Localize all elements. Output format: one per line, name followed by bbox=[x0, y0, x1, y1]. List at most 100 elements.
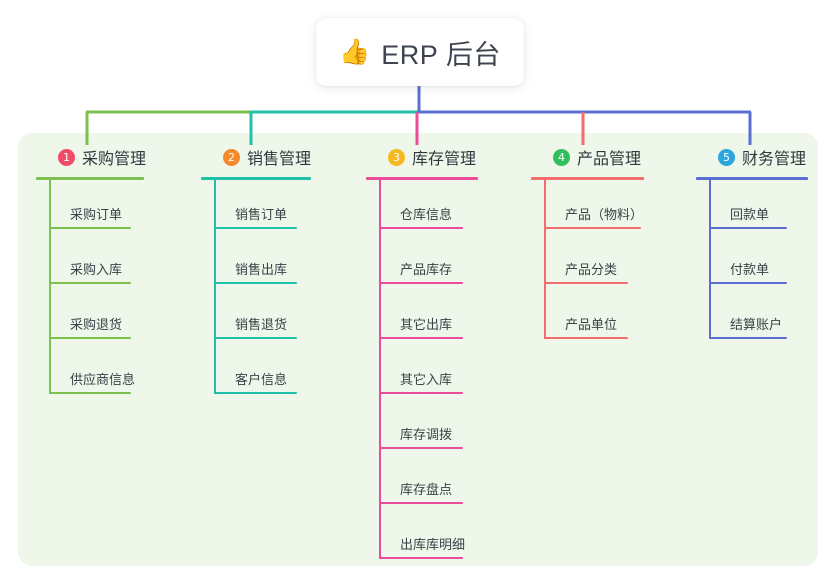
root-node[interactable]: 👍 ERP 后台 bbox=[316, 18, 524, 86]
leaf-item[interactable]: 销售订单 bbox=[201, 180, 311, 235]
leaf-item-label: 客户信息 bbox=[235, 372, 288, 387]
branch-header-4[interactable]: 4 产品管理 bbox=[531, 145, 644, 169]
branch-number-badge: 1 bbox=[58, 148, 75, 166]
root-title: ERP 后台 bbox=[381, 39, 501, 70]
leaf-item[interactable]: 产品分类 bbox=[531, 235, 644, 290]
diagram-background-panel bbox=[18, 133, 818, 566]
leaf-item-rule bbox=[379, 447, 463, 449]
branch-items-list: 销售订单销售出库销售退货客户信息 bbox=[201, 180, 311, 400]
leaf-item-label: 仓库信息 bbox=[400, 207, 453, 222]
leaf-item-label: 采购退货 bbox=[70, 317, 123, 332]
branch-spine-line bbox=[379, 180, 381, 559]
leaf-item-label: 采购入库 bbox=[70, 262, 123, 277]
branch-header-1[interactable]: 1 采购管理 bbox=[36, 145, 146, 169]
leaf-item[interactable]: 产品库存 bbox=[366, 235, 478, 290]
leaf-item-rule bbox=[709, 282, 787, 284]
branch-header-rule bbox=[36, 177, 144, 180]
leaf-item-rule bbox=[544, 282, 628, 284]
branch-column-5: 5 财务管理回款单付款单结算账户 bbox=[696, 145, 808, 345]
branch-title: 产品管理 bbox=[577, 151, 642, 168]
leaf-item-rule bbox=[379, 502, 463, 504]
leaf-item[interactable]: 其它入库 bbox=[366, 345, 478, 400]
leaf-item-rule bbox=[379, 282, 463, 284]
leaf-item-label: 库存调拨 bbox=[400, 427, 453, 442]
branch-number-badge: 4 bbox=[553, 148, 570, 166]
branch-number-badge: 5 bbox=[718, 148, 735, 166]
leaf-item-rule bbox=[709, 337, 787, 339]
leaf-item-rule bbox=[49, 282, 131, 284]
branch-column-2: 2 销售管理销售订单销售出库销售退货客户信息 bbox=[201, 145, 311, 400]
leaf-item-label: 销售退货 bbox=[235, 317, 288, 332]
branch-spine-line bbox=[214, 180, 216, 394]
branch-title: 销售管理 bbox=[247, 151, 312, 168]
branch-items-list: 产品（物料） 产品分类产品单位 bbox=[531, 180, 644, 345]
branch-header-rule bbox=[696, 177, 808, 180]
leaf-item[interactable]: 出库库明细 bbox=[366, 510, 478, 565]
leaf-item-rule bbox=[379, 337, 463, 339]
branch-column-1: 1 采购管理采购订单采购入库采购退货供应商信息 bbox=[36, 145, 146, 400]
leaf-item-label: 采购订单 bbox=[70, 207, 123, 222]
leaf-item-rule bbox=[379, 557, 463, 559]
leaf-item-label: 供应商信息 bbox=[70, 372, 136, 387]
leaf-item[interactable]: 采购入库 bbox=[36, 235, 146, 290]
leaf-item[interactable]: 销售出库 bbox=[201, 235, 311, 290]
branch-header-rule bbox=[201, 177, 311, 180]
leaf-item-rule bbox=[49, 392, 131, 394]
branch-column-4: 4 产品管理产品（物料） 产品分类产品单位 bbox=[531, 145, 644, 345]
leaf-item-rule bbox=[379, 227, 463, 229]
leaf-item[interactable]: 付款单 bbox=[696, 235, 808, 290]
leaf-item[interactable]: 结算账户 bbox=[696, 290, 808, 345]
branch-items-list: 回款单付款单结算账户 bbox=[696, 180, 808, 345]
thumbs-up-icon: 👍 bbox=[339, 37, 371, 66]
leaf-item-rule bbox=[214, 227, 297, 229]
branch-spine-line bbox=[544, 180, 546, 339]
leaf-item[interactable]: 客户信息 bbox=[201, 345, 311, 400]
branch-header-rule bbox=[531, 177, 644, 180]
leaf-item-label: 产品单位 bbox=[565, 317, 618, 332]
leaf-item-label: 其它出库 bbox=[400, 317, 453, 332]
branch-number-badge: 3 bbox=[388, 148, 405, 166]
leaf-item-label: 出库库明细 bbox=[400, 537, 466, 552]
leaf-item[interactable]: 库存盘点 bbox=[366, 455, 478, 510]
branch-title: 库存管理 bbox=[412, 151, 477, 168]
leaf-item-label: 销售订单 bbox=[235, 207, 288, 222]
leaf-item-label: 产品库存 bbox=[400, 262, 453, 277]
leaf-item-label: 库存盘点 bbox=[400, 482, 453, 497]
branch-number-badge: 2 bbox=[223, 148, 240, 166]
branch-title: 采购管理 bbox=[82, 151, 147, 168]
leaf-item-label: 付款单 bbox=[730, 262, 770, 277]
leaf-item-rule bbox=[544, 227, 641, 229]
branch-spine-line bbox=[49, 180, 51, 394]
branch-spine-line bbox=[709, 180, 711, 339]
branch-header-5[interactable]: 5 财务管理 bbox=[696, 145, 808, 169]
branch-items-list: 采购订单采购入库采购退货供应商信息 bbox=[36, 180, 146, 400]
leaf-item-rule bbox=[49, 337, 131, 339]
branch-header-2[interactable]: 2 销售管理 bbox=[201, 145, 311, 169]
branch-header-rule bbox=[366, 177, 478, 180]
leaf-item[interactable]: 库存调拨 bbox=[366, 400, 478, 455]
leaf-item[interactable]: 供应商信息 bbox=[36, 345, 146, 400]
leaf-item[interactable]: 销售退货 bbox=[201, 290, 311, 345]
leaf-item-rule bbox=[544, 337, 628, 339]
leaf-item-rule bbox=[49, 227, 131, 229]
branch-header-3[interactable]: 3 库存管理 bbox=[366, 145, 478, 169]
leaf-item[interactable]: 产品单位 bbox=[531, 290, 644, 345]
leaf-item[interactable]: 产品（物料） bbox=[531, 180, 644, 235]
leaf-item-label: 回款单 bbox=[730, 207, 770, 222]
leaf-item-rule bbox=[214, 282, 297, 284]
leaf-item[interactable]: 采购退货 bbox=[36, 290, 146, 345]
branch-title: 财务管理 bbox=[742, 151, 807, 168]
leaf-item[interactable]: 仓库信息 bbox=[366, 180, 478, 235]
leaf-item[interactable]: 其它出库 bbox=[366, 290, 478, 345]
leaf-item-rule bbox=[214, 337, 297, 339]
leaf-item-rule bbox=[709, 227, 787, 229]
leaf-item-label: 产品（物料） bbox=[565, 207, 644, 222]
leaf-item-label: 其它入库 bbox=[400, 372, 453, 387]
leaf-item[interactable]: 回款单 bbox=[696, 180, 808, 235]
branch-items-list: 仓库信息产品库存其它出库其它入库库存调拨库存盘点出库库明细 bbox=[366, 180, 478, 565]
branch-column-3: 3 库存管理仓库信息产品库存其它出库其它入库库存调拨库存盘点出库库明细 bbox=[366, 145, 478, 565]
leaf-item[interactable]: 采购订单 bbox=[36, 180, 146, 235]
leaf-item-label: 产品分类 bbox=[565, 262, 618, 277]
leaf-item-label: 结算账户 bbox=[730, 317, 783, 332]
leaf-item-label: 销售出库 bbox=[235, 262, 288, 277]
